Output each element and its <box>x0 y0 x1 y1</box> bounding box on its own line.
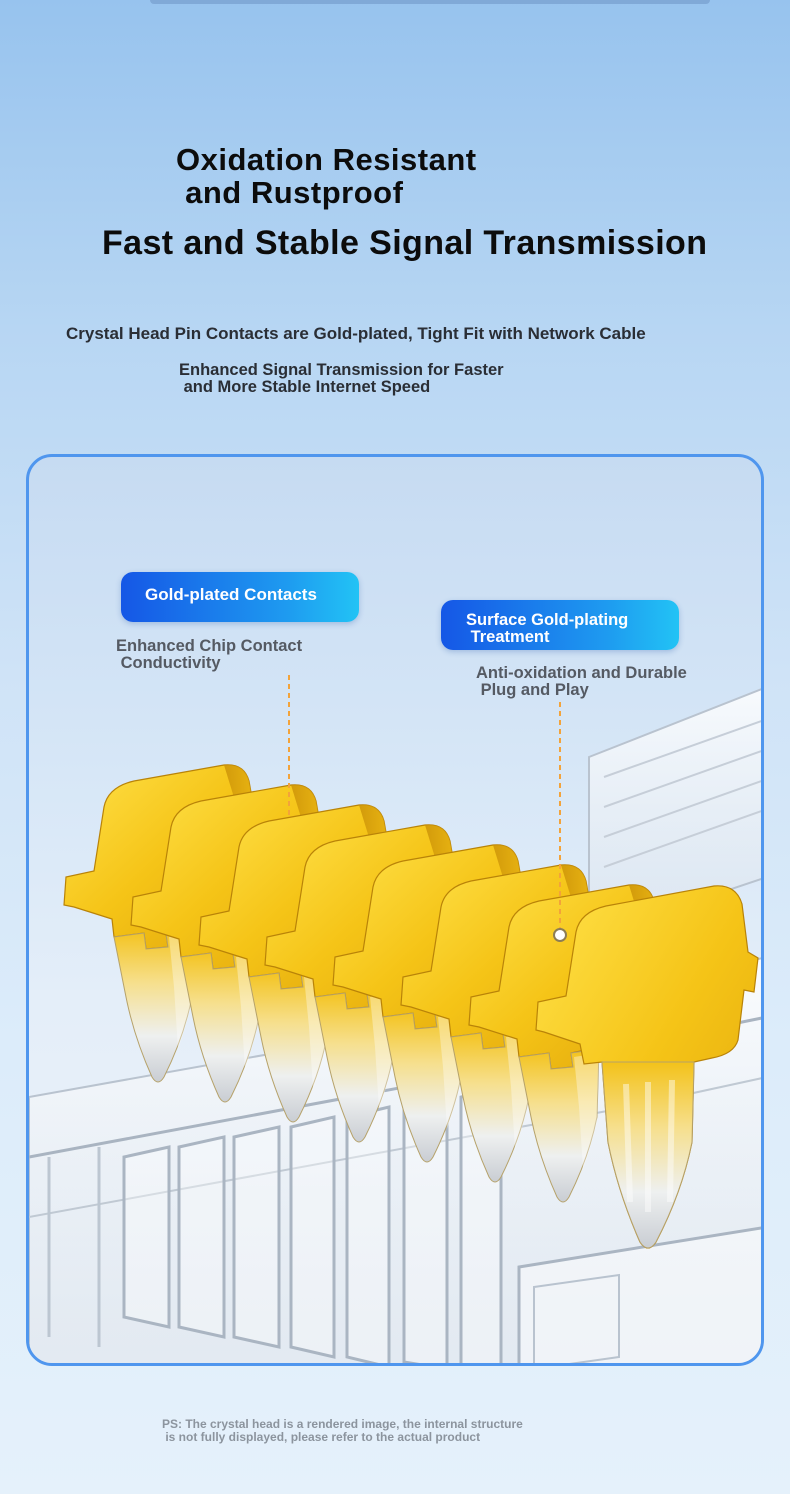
subtext-signal: Enhanced Signal Transmission for Faster … <box>179 361 504 397</box>
headline-signal: Fast and Stable Signal Transmission <box>102 224 708 262</box>
subtext-pin-contacts: Crystal Head Pin Contacts are Gold-plate… <box>66 324 646 343</box>
connector-illustration <box>29 675 761 1363</box>
gold-pins <box>63 764 759 1249</box>
callout-leaders <box>288 675 567 942</box>
callout-note-chip-conductivity: Enhanced Chip Contact Conductivity <box>116 637 303 672</box>
top-edge-decoration <box>150 0 710 4</box>
headline-oxidation: Oxidation Resistant and Rustproof <box>176 142 477 210</box>
callout-label-gold-contacts: Gold-plated Contacts <box>121 572 359 622</box>
footnote-disclaimer: PS: The crystal head is a rendered image… <box>162 1417 523 1444</box>
callout-note-anti-oxidation: Anti-oxidation and Durable Plug and Play <box>476 664 687 699</box>
callout-label-surface-plating: Surface Gold-plating Treatment <box>441 600 679 650</box>
product-image-panel: Gold-plated Contacts Enhanced Chip Conta… <box>26 454 764 1366</box>
